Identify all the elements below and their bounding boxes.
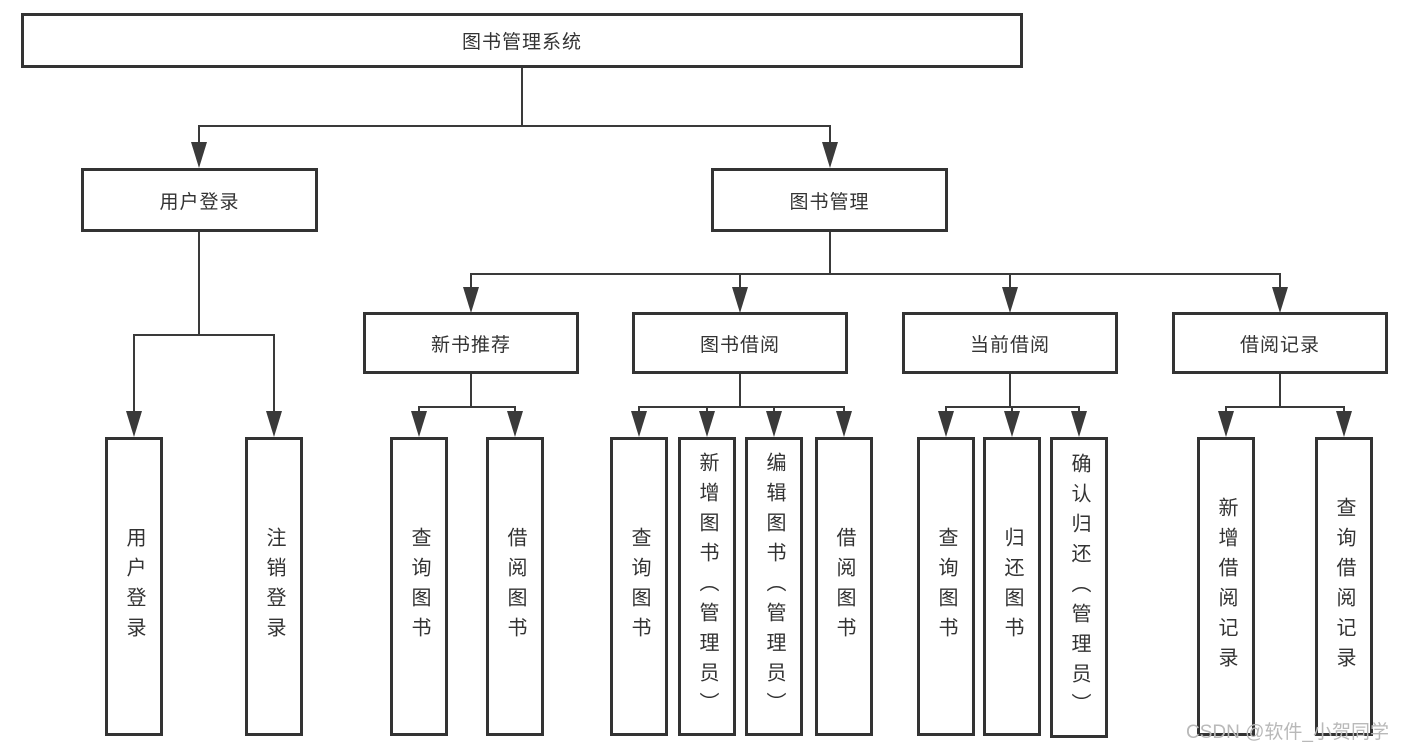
connector-vline: [273, 334, 275, 413]
connector-vline: [829, 125, 831, 145]
connector-arrow: [836, 411, 852, 437]
connector-arrow: [732, 287, 748, 313]
connector-hline: [133, 334, 275, 336]
leaf-query-borrow-record-label: 查询借阅记录: [1333, 496, 1355, 677]
connector-arrow: [1218, 411, 1234, 437]
leaf-add-book-admin-label: 新增图书（管理员）: [696, 451, 718, 722]
leaf-query-borrow-record: 查询借阅记录: [1315, 437, 1373, 736]
connector-arrow: [699, 411, 715, 437]
leaf-return-book: 归还图书: [983, 437, 1041, 736]
connector-vline: [829, 232, 831, 275]
leaf-return-book-label: 归还图书: [1001, 526, 1023, 647]
connector-arrow: [266, 411, 282, 437]
connector-arrow: [1002, 287, 1018, 313]
connector-arrow: [1336, 411, 1352, 437]
leaf-confirm-return-admin: 确认归还（管理员）: [1050, 437, 1108, 738]
leaf-user-login: 用户登录: [105, 437, 163, 736]
leaf-borrow-borrow-books: 借阅图书: [815, 437, 873, 736]
node-user-login: 用户登录: [81, 168, 318, 232]
connector-arrow: [822, 142, 838, 168]
node-book-management: 图书管理: [711, 168, 948, 232]
csdn-watermark: CSDN @软件_小贺同学: [1186, 722, 1389, 743]
leaf-add-borrow-record-label: 新增借阅记录: [1215, 496, 1237, 677]
connector-vline: [945, 406, 947, 414]
leaf-current-query-books-label: 查询图书: [935, 526, 957, 647]
connector-vline: [843, 406, 845, 414]
connector-arrow: [631, 411, 647, 437]
leaf-borrow-borrow-books-label: 借阅图书: [833, 526, 855, 647]
leaf-add-book-admin: 新增图书（管理员）: [678, 437, 736, 736]
leaf-recommend-borrow-books: 借阅图书: [486, 437, 544, 736]
node-book-borrow-label: 图书借阅: [699, 334, 780, 356]
leaf-user-login-label: 用户登录: [123, 526, 145, 647]
node-root-label: 图书管理系统: [461, 32, 582, 53]
node-root: 图书管理系统: [21, 13, 1023, 68]
connector-vline: [1078, 406, 1080, 414]
connector-vline: [739, 374, 741, 408]
connector-arrow: [1004, 411, 1020, 437]
connector-vline: [1225, 406, 1227, 414]
connector-vline: [1009, 273, 1011, 289]
leaf-recommend-borrow-books-label: 借阅图书: [504, 526, 526, 647]
connector-vline: [638, 406, 640, 414]
leaf-logout-label: 注销登录: [263, 526, 285, 647]
connector-vline: [133, 334, 135, 413]
connector-arrow: [938, 411, 954, 437]
node-current-borrow: 当前借阅: [902, 312, 1118, 374]
leaf-add-borrow-record: 新增借阅记录: [1197, 437, 1255, 736]
connector-vline: [521, 68, 523, 126]
connector-hline: [198, 125, 831, 127]
connector-arrow: [126, 411, 142, 437]
leaf-borrow-query-books-label: 查询图书: [628, 526, 650, 647]
connector-arrow: [1071, 411, 1087, 437]
connector-vline: [1279, 273, 1281, 289]
connector-hline: [418, 406, 516, 408]
connector-hline: [638, 406, 845, 408]
leaf-edit-book-admin: 编辑图书（管理员）: [745, 437, 803, 736]
node-borrow-records-label: 借阅记录: [1239, 334, 1320, 356]
leaf-logout: 注销登录: [245, 437, 303, 736]
connector-vline: [1011, 406, 1013, 414]
connector-arrow: [1272, 287, 1288, 313]
connector-vline: [1343, 406, 1345, 414]
leaf-current-query-books: 查询图书: [917, 437, 975, 736]
connector-vline: [514, 406, 516, 414]
connector-arrow: [411, 411, 427, 437]
connector-vline: [739, 273, 741, 289]
connector-arrow: [766, 411, 782, 437]
leaf-confirm-return-admin-label: 确认归还（管理员）: [1068, 452, 1090, 723]
connector-arrow: [463, 287, 479, 313]
node-book-management-label: 图书管理: [789, 191, 870, 213]
leaf-borrow-query-books: 查询图书: [610, 437, 668, 736]
node-borrow-records: 借阅记录: [1172, 312, 1388, 374]
connector-vline: [470, 374, 472, 408]
connector-arrow: [191, 142, 207, 168]
node-user-login-label: 用户登录: [159, 191, 240, 213]
node-new-book-recommend-label: 新书推荐: [430, 334, 511, 356]
node-book-borrow: 图书借阅: [632, 312, 848, 374]
connector-vline: [773, 406, 775, 414]
leaf-recommend-query-books-label: 查询图书: [408, 526, 430, 647]
node-new-book-recommend: 新书推荐: [363, 312, 579, 374]
connector-vline: [418, 406, 420, 414]
connector-vline: [198, 125, 200, 145]
connector-hline: [470, 273, 1281, 275]
connector-vline: [1279, 374, 1281, 408]
node-current-borrow-label: 当前借阅: [969, 334, 1050, 356]
connector-arrow: [507, 411, 523, 437]
connector-vline: [198, 232, 200, 336]
leaf-recommend-query-books: 查询图书: [390, 437, 448, 736]
connector-hline: [1225, 406, 1345, 408]
connector-vline: [1009, 374, 1011, 408]
leaf-edit-book-admin-label: 编辑图书（管理员）: [763, 451, 785, 722]
connector-vline: [470, 273, 472, 289]
connector-vline: [706, 406, 708, 414]
